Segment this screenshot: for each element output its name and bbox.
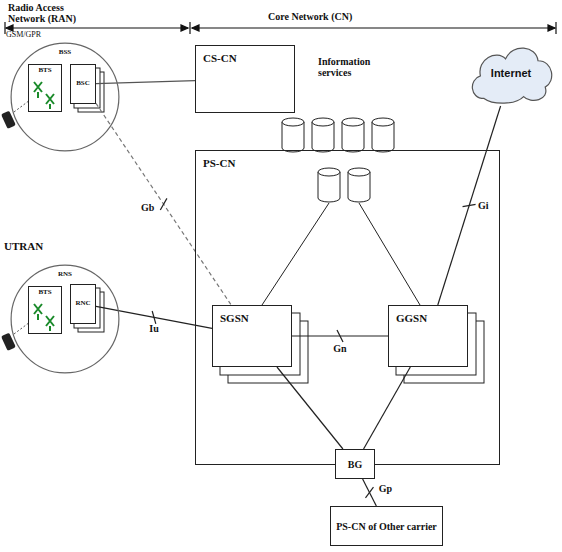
bracket-arrowhead xyxy=(181,25,188,31)
antenna-symbol xyxy=(34,304,42,320)
node-label: PS-CN of Other carrier xyxy=(336,521,437,532)
cylinder-top xyxy=(282,118,304,126)
interface-tick xyxy=(365,487,373,498)
bracket-tick xyxy=(4,22,5,34)
antenna-symbol xyxy=(46,94,54,109)
radio-subsystem-circle: BSS BTS BSC xyxy=(10,42,120,152)
database-cylinder xyxy=(318,168,340,202)
border-gateway-box: BG xyxy=(335,449,375,479)
database-link xyxy=(262,203,329,305)
network-bracket xyxy=(5,22,556,34)
packet-core-box: PS-CNSGSNGGSNBG xyxy=(195,150,500,465)
node-label: BSS xyxy=(12,49,118,57)
antenna-symbol xyxy=(46,316,54,331)
interface-label: Gi xyxy=(476,201,491,211)
circle-outline xyxy=(10,42,120,152)
cylinder-top xyxy=(318,168,340,176)
cylinder-top xyxy=(342,118,364,126)
circle-outline xyxy=(10,264,120,374)
database-links xyxy=(262,203,420,305)
node-label: RNS xyxy=(12,271,118,279)
interface-label: Gp xyxy=(377,484,394,494)
database-cylinder xyxy=(372,118,394,152)
cylinder-top xyxy=(348,168,370,176)
interface-link xyxy=(364,367,411,449)
cloud-shape xyxy=(472,48,551,103)
interface-link xyxy=(438,106,501,305)
external-carrier-box: PS-CN of Other carrier xyxy=(330,506,443,546)
circuit-core-box: CS-CN xyxy=(195,45,295,113)
node-label: PS-CN xyxy=(203,157,492,169)
bracket-arrowhead xyxy=(192,25,199,31)
mobile-phone xyxy=(1,100,30,351)
interface-tick xyxy=(160,198,167,210)
interface-link xyxy=(96,81,195,84)
controller-box: RNC xyxy=(70,284,96,324)
node-label: CS-CN xyxy=(203,52,287,64)
region-heading: Radio Access Network (RAN) xyxy=(8,2,100,24)
interface-link xyxy=(363,479,377,506)
cylinder-top xyxy=(312,118,334,126)
section-label: UTRAN xyxy=(4,240,64,252)
database-cylinder xyxy=(312,118,334,152)
node-label: BTS xyxy=(31,67,59,75)
node-label: BG xyxy=(348,459,362,470)
interface-tick xyxy=(337,330,343,342)
node-label: SGSN xyxy=(220,312,284,324)
node-label: RNC xyxy=(75,300,90,308)
information-service-databases xyxy=(282,118,394,202)
database-link xyxy=(359,203,420,305)
interface-label: Gb xyxy=(139,203,156,213)
interface-link xyxy=(277,367,343,449)
region-heading: Core Network (CN) xyxy=(268,11,398,22)
bracket-arrowhead xyxy=(548,25,555,31)
cylinder-top xyxy=(372,118,394,126)
circle-outline-shape xyxy=(11,43,119,151)
node-label: Internet xyxy=(491,67,531,79)
antenna-symbol xyxy=(34,82,42,98)
interface-label: Iu xyxy=(147,324,160,334)
interface-link xyxy=(96,103,231,305)
section-label: Information services xyxy=(318,56,400,78)
database-cylinder xyxy=(282,118,304,152)
database-cylinder xyxy=(348,168,370,202)
interface-tick xyxy=(152,311,156,324)
bracket-tick xyxy=(555,22,556,34)
radio-subsystem-circle: RNS BTS RNC xyxy=(10,264,120,374)
internet-cloud: Internet xyxy=(466,40,556,106)
base-station-box: BTS xyxy=(28,286,62,334)
base-station-box: BTS xyxy=(28,64,62,112)
sgsn-box: SGSN xyxy=(212,305,292,367)
bracket-tick xyxy=(189,22,190,34)
interface-tick xyxy=(463,204,476,206)
controller-box: BSC xyxy=(70,64,96,104)
ggsn-box: GGSN xyxy=(388,305,468,367)
circle-outline-shape xyxy=(11,265,119,373)
node-label: GGSN xyxy=(396,312,460,324)
bracket-line xyxy=(192,27,555,28)
node-label: BTS xyxy=(31,289,59,297)
section-label: GSM/GPR xyxy=(6,31,66,40)
bracket-line xyxy=(6,27,188,28)
stacked-shadows xyxy=(74,68,484,383)
interface-label: Gn xyxy=(331,344,348,354)
node-label: BSC xyxy=(76,80,90,88)
database-cylinder xyxy=(342,118,364,152)
